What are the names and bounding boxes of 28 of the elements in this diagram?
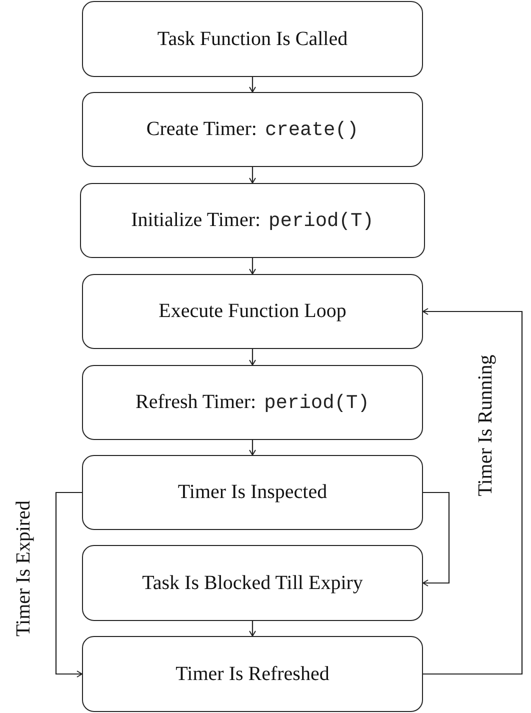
box-text: Task Is Blocked Till Expiry [142,572,363,594]
code-text: create() [264,118,359,140]
box-text: Task Function Is Called [157,28,348,50]
box-text: Timer Is Refreshed [176,662,330,686]
process-box [82,274,423,349]
arrow [55,492,82,678]
arrow [249,258,256,274]
arrow [249,349,256,366]
box-text: Refresh Timer: [136,391,256,414]
box-text: Timer Is Inspected [178,481,328,504]
process-box [82,636,423,712]
arrow [249,167,256,184]
process-box [82,1,423,77]
process-box [82,365,423,440]
process-box [82,545,423,621]
arrow [249,77,256,92]
process-box [82,92,423,167]
code-text: period(T) [268,210,374,232]
code-text: period(T) [264,392,370,414]
box-text: Initialize Timer: [131,209,261,232]
process-box [82,455,423,530]
arrow [249,440,256,456]
process-box [80,183,425,258]
box-text: Create Timer: [146,118,257,141]
arrow [422,308,523,675]
arrow [422,492,450,586]
box-text: Execute Function Loop [158,300,346,323]
arrow [249,621,256,636]
